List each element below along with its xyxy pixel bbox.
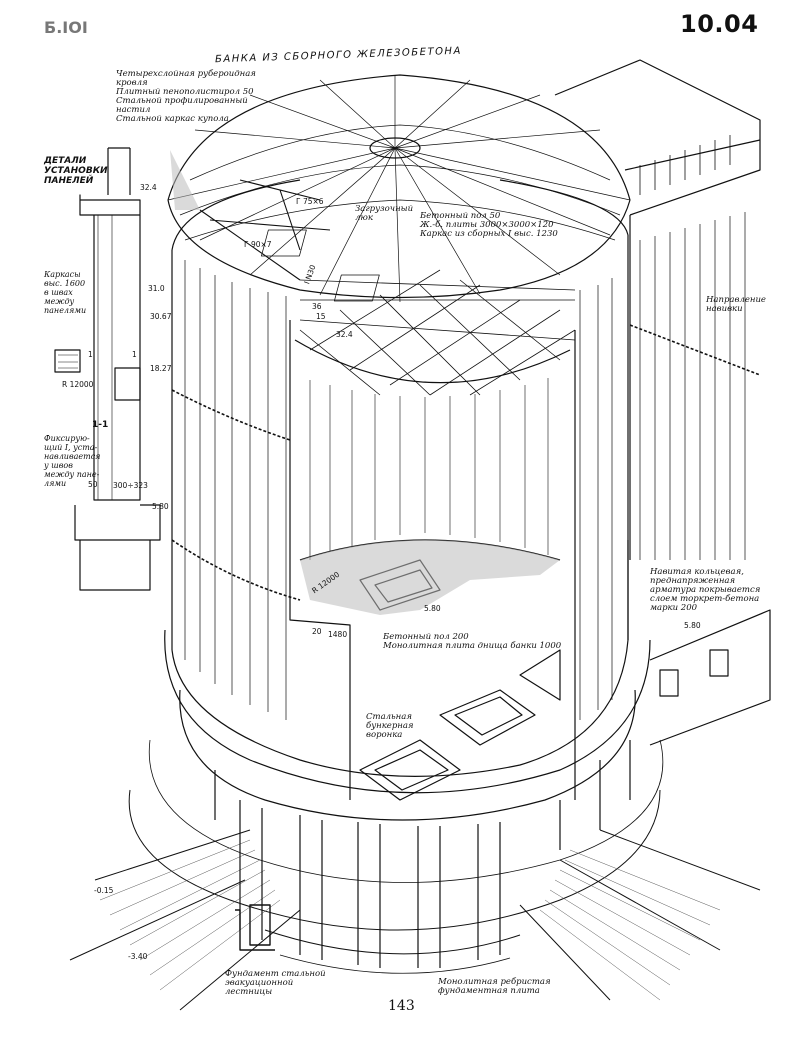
annex-building [554,59,771,746]
dim-310: 31.0 [148,284,165,293]
dim-50-detail: 50 [88,480,98,489]
upper-floor-grid [260,229,576,396]
dim-minus-015: -0.15 [94,886,114,895]
hatch-note: Загрузочный люк [355,204,414,223]
direction-note: Направление навивки [706,295,766,314]
dim-580-center: 5.80 [424,604,441,613]
bottom-floor-note: Бетонный пол 200 Монолитная плита днища … [383,632,562,651]
sheet-number: 10.04 [680,10,759,38]
ground-platform [69,739,761,1011]
dim-324: 32.4 [336,330,353,339]
funnel-note: Стальная бункерная воронка [366,712,414,740]
stamp: Б.ІОІ [44,18,88,37]
panel-details [54,147,161,591]
stair-foundation-note: Фундамент стальной эвакуационной лестниц… [225,969,326,997]
dim-r12000-detail: R 12000 [62,380,94,389]
details-title: ДЕТАЛИ УСТАНОВКИ ПАНЕЛЕЙ [44,156,108,186]
dim-300-323: 300÷323 [113,481,148,490]
top-floor-note: Бетонный пол 50 Ж.-б. плиты 3000×3000×12… [420,211,558,239]
label-frames: Каркасы выс. 1600 в швах между панелями [44,270,87,315]
dim-1827: 18.27 [150,364,172,373]
columns [235,800,501,968]
dim-1480: 1480 [328,630,348,639]
dim-580-detail: 5.80 [152,502,169,511]
page-number: 143 [388,998,415,1014]
dim-3067: 30.67 [150,312,172,321]
dim-angle-small: Г 75×6 [296,197,324,206]
dim-580-right: 5.80 [684,621,701,630]
dim-section-mark-left: 1 [88,350,93,359]
dim-section-mark-right: 1 [132,350,137,359]
dim-15: 15 [316,312,326,321]
hatch-dome-edge [170,150,200,210]
reinforcement-note: Навитая кольцевая, преднапряженная армат… [650,567,761,613]
dim-20: 20 [312,627,322,636]
dome [167,74,631,303]
roof-note: Четырехслойная рубероидная кровля Плитны… [116,69,256,124]
rib-foundation-note: Монолитная ребристая фундаментная плита [438,977,551,996]
dim-minus-340: -3.40 [128,952,148,961]
dim-324-detail: 32.4 [140,183,157,192]
hatch-floor [300,540,560,615]
dim-36: 36 [312,302,322,311]
dim-angle-large: Г 90×7 [244,240,272,249]
lower-drum [164,629,651,850]
label-fixing: Фиксирую- щий I, уста- навливается у шво… [44,434,101,488]
section-label: 1-1 [92,420,109,430]
